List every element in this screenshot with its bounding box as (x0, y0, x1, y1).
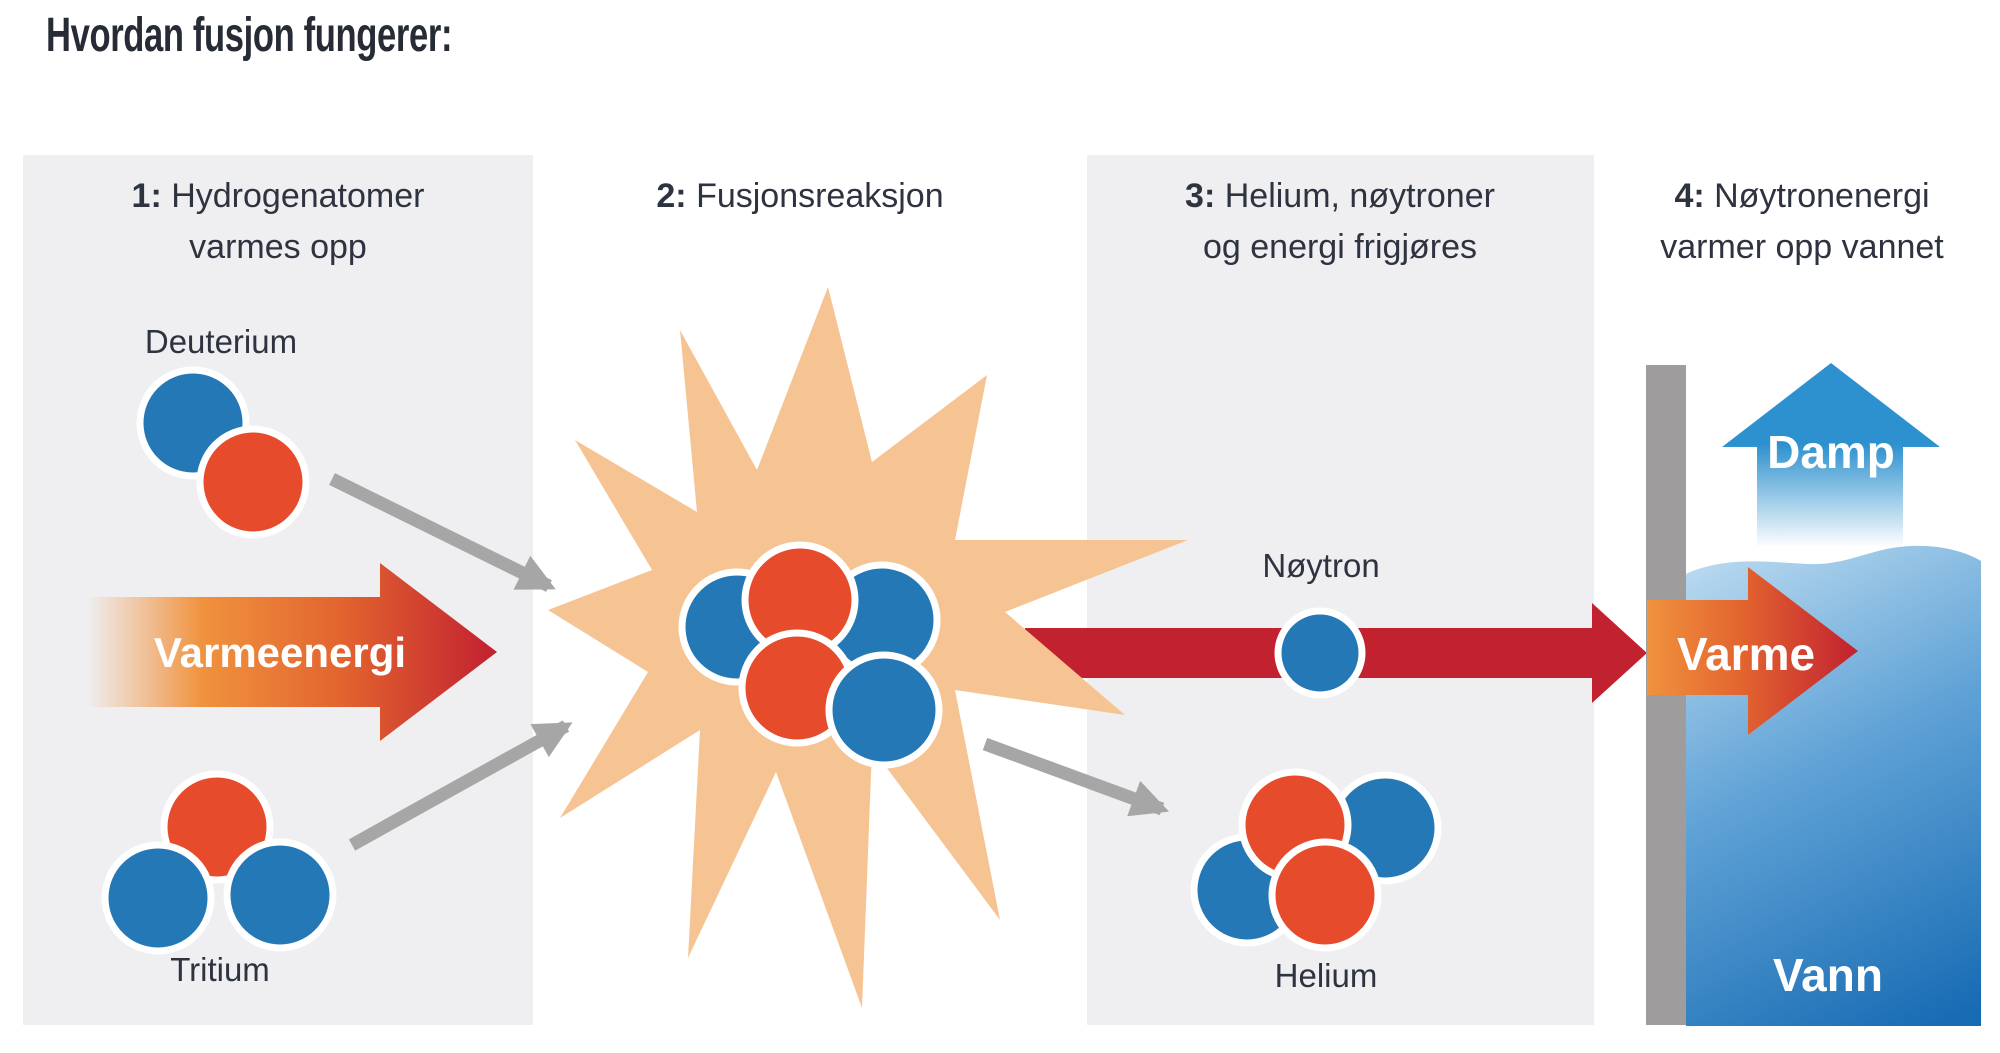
step-1-panel (23, 155, 533, 1025)
vann-label: Vann (1773, 949, 1883, 1001)
step-1-text: Hydrogenatomer (171, 177, 425, 215)
step-4-heading: 4: Nøytronenergi varmer opp vannet (1602, 171, 2000, 273)
step-3-panel (1087, 155, 1594, 1025)
step-4-number: 4: (1674, 177, 1705, 215)
fusion-cluster (678, 541, 943, 769)
step-4-text-line2: varmer opp vannet (1660, 228, 1944, 266)
deuterium-label: Deuterium (144, 323, 298, 360)
step-2-number: 2: (656, 177, 687, 215)
step-3-text: Helium, nøytroner (1224, 177, 1495, 215)
wall-bar (1646, 365, 1686, 1025)
step-1-text-line2: varmes opp (189, 228, 367, 266)
helium-label: Helium (1274, 957, 1378, 994)
varme-label: Varme (1676, 628, 1816, 680)
step-3-number: 3: (1185, 177, 1216, 215)
page-title: Hvordan fusjon fungerer: (46, 9, 453, 62)
step-3-text-line2: og energi frigjøres (1202, 228, 1477, 266)
step-2-heading: 2: Fusjonsreaksjon (540, 171, 1060, 222)
neutron-label: Nøytron (1262, 547, 1380, 584)
step-1-number: 1: (131, 177, 162, 215)
varmeenergi-label: Varmeenergi (153, 629, 407, 676)
step-1-heading: 1: Hydrogenatomer varmes opp (73, 171, 483, 273)
tritium-label: Tritium (170, 951, 270, 988)
damp-label: Damp (1767, 426, 1895, 478)
step-2-text: Fusjonsreaksjon (696, 177, 944, 215)
step-3-heading: 3: Helium, nøytroner og energi frigjøres (1130, 171, 1550, 273)
step-4-text: Nøytronenergi (1714, 177, 1930, 215)
